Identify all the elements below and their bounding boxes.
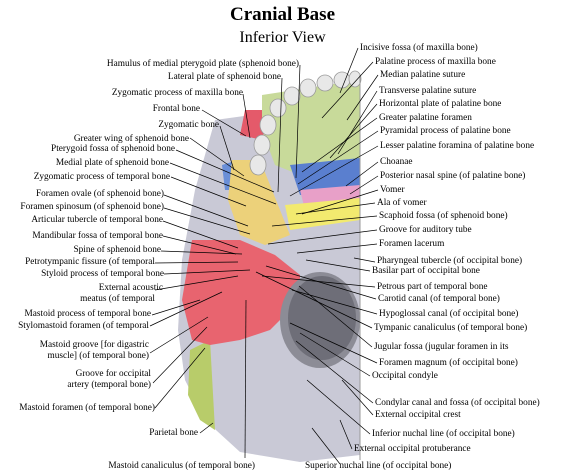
label-hypoglossal-canal: Hypoglossal canal (of occipital bone) bbox=[379, 309, 519, 319]
label-palatine-process-maxilla: Palatine process of maxilla bone bbox=[375, 57, 496, 67]
label-median-palatine-suture: Median palatine suture bbox=[380, 70, 466, 80]
label-incisive-fossa: Incisive fossa (of maxilla bone) bbox=[360, 43, 478, 53]
label-condylar-canal: Condylar canal and fossa (of occipital b… bbox=[375, 398, 540, 408]
label-foramen-magnum: Foramen magnum (of occipital bone) bbox=[379, 358, 518, 368]
label-pterygoid-fossa: Pterygoid fossa of sphenoid bone bbox=[51, 144, 175, 154]
label-foramen-spinosum: Foramen spinosum (of sphenoid bone) bbox=[20, 202, 164, 212]
label-frontal-bone: Frontal bone bbox=[152, 104, 200, 114]
label-external-acoustic: External acoustic bbox=[98, 283, 163, 293]
label-mastoid-groove-muscle: muscle] (of temporal bone) bbox=[47, 351, 149, 361]
label-choanae: Choanae bbox=[380, 157, 413, 167]
label-mastoid-groove: Mastoid groove [for digastric bbox=[39, 340, 149, 350]
label-greater-wing-sphenoid: Greater wing of sphenoid bone bbox=[73, 134, 189, 144]
label-greater-palatine-foramen: Greater palatine foramen bbox=[379, 113, 472, 123]
left-leader-lines bbox=[149, 64, 301, 459]
label-tympanic-canaliculus: Tympanic canaliculus (of temporal bone) bbox=[374, 323, 528, 333]
label-groove-occipital-artery-temporal: artery (temporal bone) bbox=[67, 380, 151, 390]
label-medial-plate-sphenoid: Medial plate of sphenoid bone bbox=[55, 158, 169, 168]
label-lateral-plate-sphenoid: Lateral plate of sphenoid bone bbox=[167, 72, 281, 82]
parietal-bone-region bbox=[188, 340, 215, 430]
sphenoid-bone-region bbox=[228, 160, 290, 245]
label-mastoid-process: Mastoid process of temporal bone bbox=[24, 309, 151, 319]
label-mastoid-foramen: Mastoid foramen (of temporal bone) bbox=[19, 403, 155, 413]
label-petrous-part: Petrous part of temporal bone bbox=[377, 282, 488, 292]
label-parietal-bone: Parietal bone bbox=[149, 428, 198, 438]
label-external-occipital-protuberance: External occipital protuberance bbox=[354, 444, 471, 454]
label-articular-tubercle: Articular tubercle of temporal bone bbox=[31, 215, 163, 225]
label-superior-nuchal-line: Superior nuchal line (of occipital bone) bbox=[305, 461, 452, 471]
label-pyramidal-process: Pyramidal process of palatine bone bbox=[380, 126, 511, 136]
label-zygomatic-process-maxilla: Zygomatic process of maxilla bone bbox=[111, 88, 243, 98]
teeth-row bbox=[249, 70, 362, 176]
label-ala-of-vomer: Ala of vomer bbox=[377, 198, 427, 208]
label-stylomastoid-foramen: Stylomastoid foramen (of temporal bbox=[18, 321, 149, 331]
vomer-region bbox=[285, 198, 360, 230]
label-zygomatic-process-temporal: Zygomatic process of temporal bone bbox=[33, 172, 170, 182]
label-basilar-part: Basilar part of occipital bone bbox=[372, 266, 480, 276]
label-mastoid-canaliculus: Mastoid canaliculus (of temporal bone) bbox=[108, 461, 255, 471]
label-spine-sphenoid: Spine of sphenoid bone bbox=[73, 245, 161, 255]
label-lesser-palatine-foramina: Lesser palatine foramina of palatine bon… bbox=[380, 141, 535, 151]
diagram-title: Cranial Base bbox=[229, 4, 336, 25]
label-styloid-process: Styloid process of temporal bone bbox=[41, 269, 164, 279]
label-petrotympanic-fissure: Petrotympanic fissure (of temporal bbox=[25, 257, 155, 267]
label-external-occipital-crest: External occipital crest bbox=[375, 410, 461, 420]
label-occipital-condyle: Occipital condyle bbox=[372, 371, 438, 381]
label-foramen-lacerum: Foramen lacerum bbox=[379, 239, 445, 249]
label-jugular-fossa: Jugular fossa (jugular foramen in its bbox=[374, 342, 509, 352]
temporal-bone-region bbox=[182, 240, 300, 345]
label-posterior-nasal-spine: Posterior nasal spine (of palatine bone) bbox=[380, 171, 526, 181]
label-horizontal-plate-palatine: Horizontal plate of palatine bone bbox=[379, 99, 502, 109]
label-external-acoustic-meatus: meatus (of temporal bbox=[80, 294, 155, 304]
label-pharyngeal-tubercle: Pharyngeal tubercle (of occipital bone) bbox=[377, 256, 523, 266]
label-vomer: Vomer bbox=[380, 185, 405, 195]
right-leader-lines bbox=[255, 47, 379, 465]
label-transverse-palatine-suture: Transverse palatine suture bbox=[379, 86, 477, 96]
label-groove-occipital-artery: Groove for occipital bbox=[75, 369, 151, 379]
label-carotid-canal: Carotid canal (of temporal bone) bbox=[378, 294, 500, 304]
label-groove-auditory-tube: Groove for auditory tube bbox=[379, 225, 472, 235]
label-foramen-ovale: Foramen ovale (of sphenoid bone) bbox=[35, 189, 164, 199]
label-mandibular-fossa: Mandibular fossa of temporal bone bbox=[32, 231, 163, 241]
label-zygomatic-bone: Zygomatic bone bbox=[158, 120, 219, 130]
diagram-subtitle: Inferior View bbox=[239, 29, 326, 46]
label-inferior-nuchal-line: Inferior nuchal line (of occipital bone) bbox=[372, 429, 515, 439]
label-hamulus: Hamulus of medial pterygoid plate (sphen… bbox=[106, 59, 299, 69]
label-scaphoid-fossa: Scaphoid fossa (of sphenoid bone) bbox=[379, 211, 508, 221]
